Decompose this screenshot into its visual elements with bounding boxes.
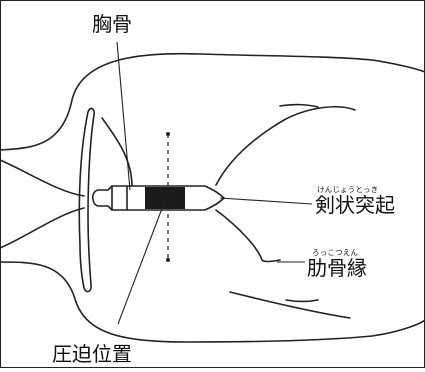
upper-chest-line bbox=[102, 118, 132, 186]
upper-costal-curve bbox=[216, 107, 355, 185]
compression-area bbox=[145, 187, 185, 209]
compression-position-label: 圧迫位置 bbox=[52, 344, 132, 364]
upper-body-outline bbox=[0, 54, 425, 150]
midline-top-dot bbox=[166, 132, 170, 136]
neck-lower-line bbox=[0, 208, 84, 248]
xiphoid-label: 剣状突起 bbox=[315, 195, 395, 215]
lower-chest-line bbox=[230, 292, 350, 318]
sternum-leader-line bbox=[117, 42, 130, 190]
upper-nipple-line bbox=[280, 105, 318, 107]
midline-bottom-dot bbox=[166, 258, 170, 262]
neck-upper-line bbox=[0, 160, 84, 196]
xiphoid-leader-line bbox=[220, 198, 312, 204]
clavicle-bone bbox=[79, 108, 94, 291]
sternum-label: 胸骨 bbox=[92, 14, 132, 34]
lower-costal-curve bbox=[216, 210, 280, 262]
costal-margin-label: 肋骨縁 bbox=[307, 258, 367, 278]
compression-leader-line bbox=[118, 198, 166, 324]
lower-nipple-line bbox=[286, 300, 318, 302]
